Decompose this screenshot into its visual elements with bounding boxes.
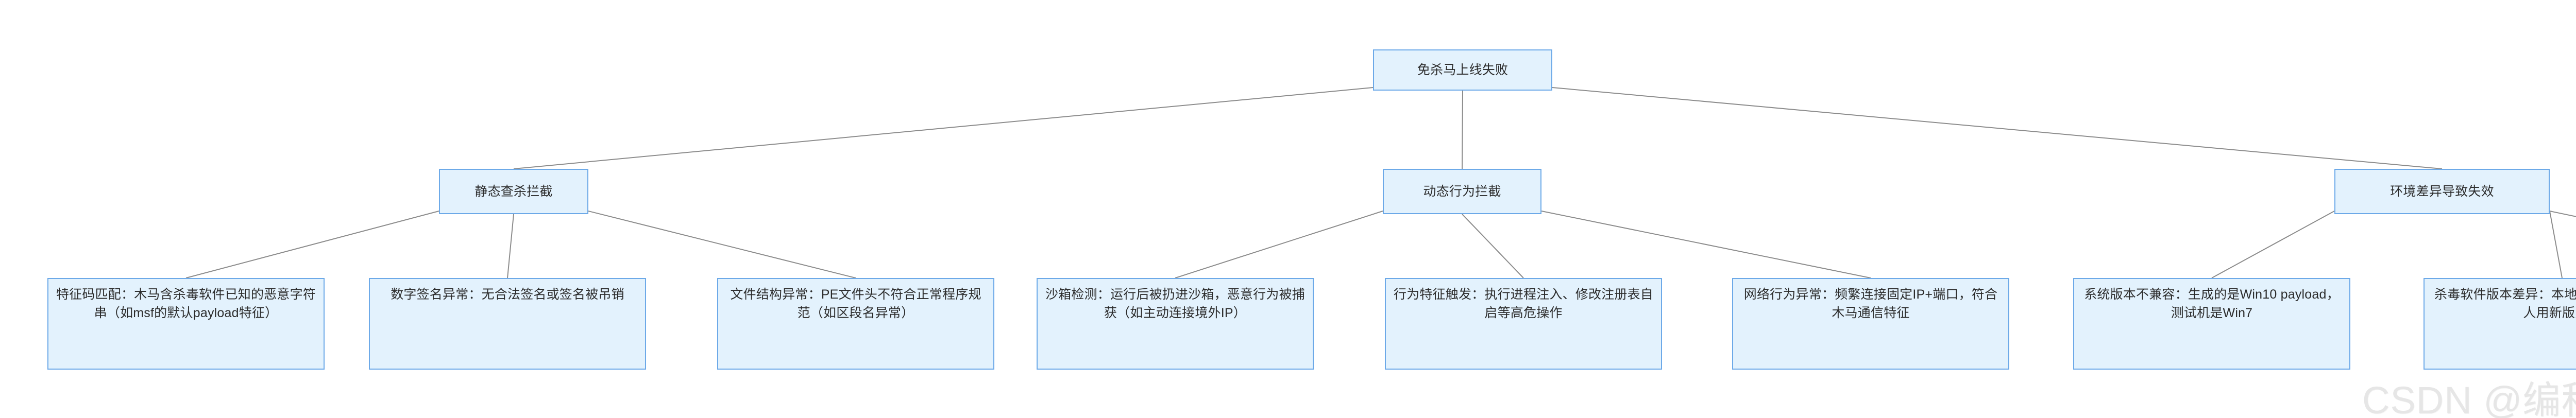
node-label: 环境差异导致失效 <box>2390 184 2494 199</box>
node-l2-static[interactable]: 静态查杀拦截 <box>439 169 588 214</box>
edge-l2-env-to-leaf-av-version <box>2549 211 2563 278</box>
node-label: 沙箱检测：运行后被扔进沙箱，恶意行为被捕获（如主动连接境外IP） <box>1045 287 1305 321</box>
node-leaf-sandbox[interactable]: 沙箱检测：运行后被扔进沙箱，恶意行为被捕获（如主动连接境外IP） <box>1037 278 1314 370</box>
edge-l2-dynamic-to-leaf-behavior <box>1462 214 1524 278</box>
node-root-root[interactable]: 免杀马上线失败 <box>1373 49 1552 91</box>
edge-root-to-l2-static <box>513 87 1374 169</box>
edge-l2-dynamic-to-leaf-network <box>1541 211 1871 278</box>
node-label: 静态查杀拦截 <box>474 184 553 199</box>
node-leaf-av-version[interactable]: 杀毒软件版本差异：本地用老版360测试，他人用新版火绒 <box>2424 278 2576 370</box>
node-l2-dynamic[interactable]: 动态行为拦截 <box>1383 169 1541 214</box>
node-label: 文件结构异常：PE文件头不符合正常程序规范（如区段名异常） <box>730 287 981 321</box>
node-leaf-signature[interactable]: 特征码匹配：木马含杀毒软件已知的恶意字符串（如msf的默认payload特征） <box>47 278 325 370</box>
node-label: 网络行为异常：频繁连接固定IP+端口，符合木马通信特征 <box>1743 287 1998 321</box>
edge-root-to-l2-env <box>1552 87 2443 169</box>
node-leaf-behavior[interactable]: 行为特征触发：执行进程注入、修改注册表自启等高危操作 <box>1385 278 1662 370</box>
node-label: 免杀马上线失败 <box>1417 62 1509 77</box>
edge-l2-static-to-leaf-signature <box>185 211 439 278</box>
node-label: 系统版本不兼容：生成的是Win10 payload，测试机是Win7 <box>2084 287 2340 321</box>
edge-l2-static-to-leaf-pe-struct <box>588 211 856 278</box>
csdn-watermark: CSDN @编程瞬息全宇宙 <box>2362 379 2576 418</box>
edge-l2-env-to-leaf-os-version <box>2211 211 2335 278</box>
node-label: 行为特征触发：执行进程注入、修改注册表自启等高危操作 <box>1393 287 1653 321</box>
node-leaf-network[interactable]: 网络行为异常：频繁连接固定IP+端口，符合木马通信特征 <box>1732 278 2009 370</box>
node-label: 动态行为拦截 <box>1423 184 1501 199</box>
node-label: 杀毒软件版本差异：本地用老版360测试，他人用新版火绒 <box>2434 287 2576 321</box>
edge-l2-dynamic-to-leaf-sandbox <box>1175 211 1383 278</box>
node-label: 数字签名异常：无合法签名或签名被吊销 <box>391 287 624 302</box>
node-label: 特征码匹配：木马含杀毒软件已知的恶意字符串（如msf的默认payload特征） <box>56 287 316 321</box>
node-leaf-os-version[interactable]: 系统版本不兼容：生成的是Win10 payload，测试机是Win7 <box>2073 278 2350 370</box>
edge-l2-static-to-leaf-digital-sig <box>507 214 514 278</box>
node-leaf-pe-struct[interactable]: 文件结构异常：PE文件头不符合正常程序规范（如区段名异常） <box>717 278 994 370</box>
node-l2-env[interactable]: 环境差异导致失效 <box>2334 169 2550 214</box>
edge-l2-env-to-leaf-privilege <box>2549 211 2576 217</box>
node-leaf-digital-sig[interactable]: 数字签名异常：无合法签名或签名被吊销 <box>369 278 646 370</box>
edge-root-to-l2-dynamic <box>1462 90 1463 169</box>
